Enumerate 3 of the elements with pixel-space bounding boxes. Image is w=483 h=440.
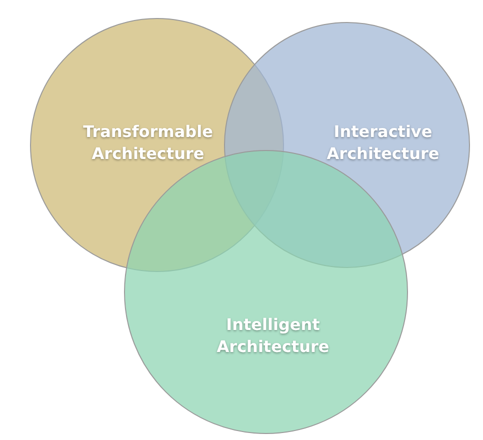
circle-label: Transformable Architecture <box>82 121 214 165</box>
circle-label: Intelligent Architecture <box>216 314 330 358</box>
circle-label: Interactive Architecture <box>326 121 440 165</box>
